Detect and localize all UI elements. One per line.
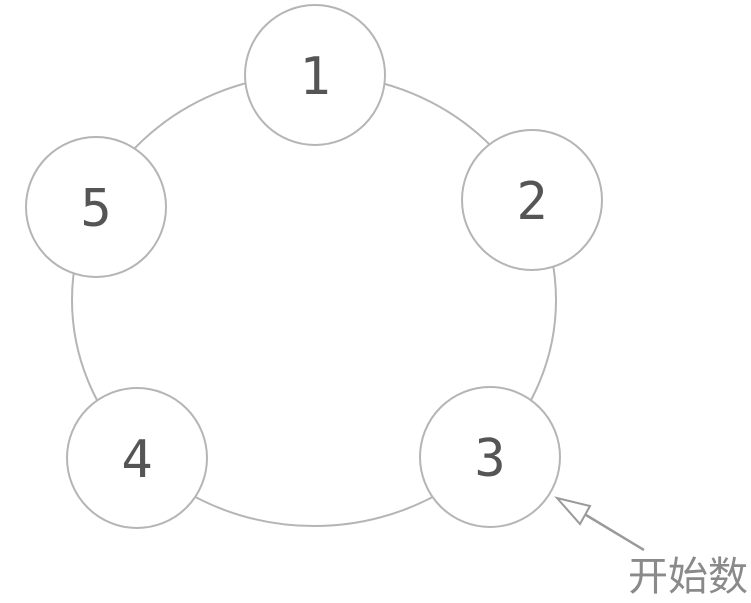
ring-node-3: 3 xyxy=(419,386,561,528)
start-arrow xyxy=(554,496,645,552)
ring-node-5: 5 xyxy=(25,136,167,278)
node-1-circle xyxy=(244,4,386,146)
start-counting-label: 开始数 xyxy=(628,555,748,599)
arrow-head-icon xyxy=(554,496,592,526)
node-2-circle xyxy=(461,129,603,271)
node-3-circle xyxy=(419,386,561,528)
node-5-label: 5 xyxy=(80,179,111,239)
arrow-shaft xyxy=(585,513,645,552)
node-1-label: 1 xyxy=(299,47,330,107)
node-2-label: 2 xyxy=(516,172,547,232)
node-5-circle xyxy=(25,136,167,278)
node-4-label: 4 xyxy=(121,430,152,490)
ring-node-1: 1 xyxy=(244,4,386,146)
ring-node-4: 4 xyxy=(66,387,208,529)
node-4-circle xyxy=(66,387,208,529)
ring-node-2: 2 xyxy=(461,129,603,271)
node-3-label: 3 xyxy=(474,429,505,489)
nodes-group: 1 2 3 4 5 xyxy=(25,4,603,529)
